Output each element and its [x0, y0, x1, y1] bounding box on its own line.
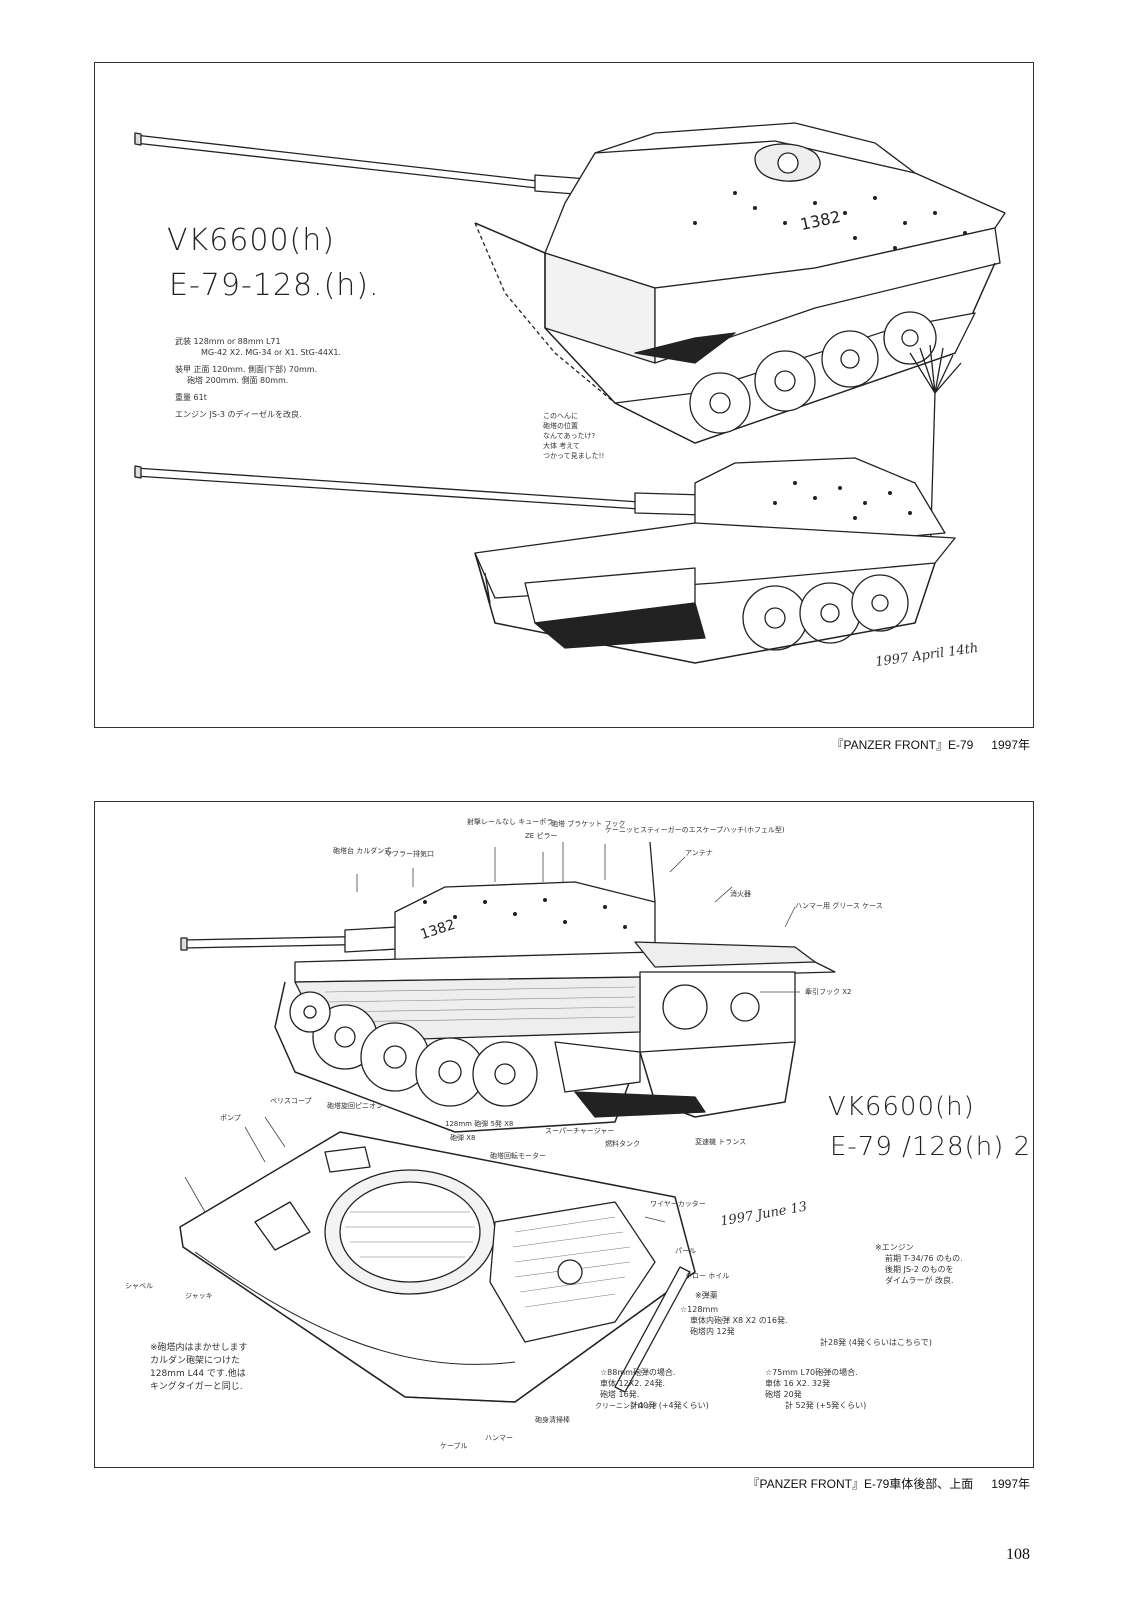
ammo-75-block: ☆75mm L70砲弾の場合. 車体 16 X2. 32発 砲塔 20発 計 5… [765, 1367, 866, 1411]
illustration-panel-top: VK6600(h) E-79-128.(h). 武装 128mm or 88mm… [94, 62, 1034, 728]
note-line: ※エンジン [875, 1243, 914, 1252]
note-line: キングタイガーと同じ. [150, 1382, 243, 1392]
note-line: 計28発 (4発くらいはこちらで) [820, 1338, 932, 1347]
note-line: 砲塔 20発 [765, 1390, 802, 1399]
annotation-line: 砲塔の位置 [543, 422, 578, 430]
page-number: 108 [1006, 1546, 1030, 1563]
note-line: 砲塔内 12発 [690, 1327, 735, 1336]
note-line: 砲塔 16発. [600, 1390, 640, 1399]
note-line: 車体 12X2. 24発. [600, 1379, 666, 1388]
callout-label: ケーニッヒスティーガーのエスケープハッチ(ホフェル型) [605, 826, 785, 834]
callout-label: 128mm 砲弾 5発 X8 [445, 1120, 514, 1128]
spec-line: 砲塔 200mm. 側面 80mm. [187, 376, 289, 385]
model-title-line1: VK6600(h) [828, 1092, 975, 1122]
figure-caption-top: 『PANZER FRONT』E-79 1997年 [832, 736, 1031, 753]
ammo-88-block: ☆88mm砲弾の場合. 車体 12X2. 24発. 砲塔 16発. 計40発 (… [600, 1367, 709, 1411]
callout-label: 砲身清掃棒 [535, 1416, 570, 1424]
callout-label: 砲塔 ブラケット フック [551, 820, 626, 828]
spec-list: 武装 128mm or 88mm L71 MG-42 X2. MG-34 or … [175, 336, 341, 420]
callout-label: 射撃レールなし キューポラ [467, 818, 554, 826]
callout-label: ハンマー用 グリース ケース [795, 902, 883, 910]
tank-drawing-bottom [179, 841, 836, 1403]
callout-label: 燃料タンク [605, 1140, 640, 1148]
callout-label: アンテナ [685, 849, 713, 857]
callout-label: クリーニングロッド [595, 1402, 658, 1410]
note-line: ☆88mm砲弾の場合. [600, 1368, 676, 1377]
callout-label: ワイヤーカッター [650, 1200, 706, 1208]
annotation-line: つかって見ました!! [543, 452, 605, 460]
callout-label: 牽引フック X2 [805, 988, 852, 996]
note-line: 128mm L44 です.他は [150, 1369, 246, 1379]
spec-line: 武装 128mm or 88mm L71 [175, 337, 281, 346]
callout-label: ケーブル [440, 1442, 468, 1450]
callout-label: 砲塔回転モーター [490, 1152, 546, 1160]
callout-label: 消火器 [730, 890, 751, 898]
callout-label: シャベル [125, 1282, 153, 1290]
figure-caption-bottom: 『PANZER FRONT』E-79車体後部、上面 1997年 [748, 1475, 1031, 1492]
side-annotation: このへんに 砲塔の位置 なんてあったけ? 大体 考えて つかって見ました!! [543, 411, 604, 461]
note-line: ※砲塔内はまかせします [150, 1343, 248, 1353]
callout-label: ハンマー [485, 1434, 513, 1442]
callout-label: ZE ピラー [525, 832, 558, 840]
annotation-line: 大体 考えて [543, 442, 580, 450]
illustration-panel-bottom: 砲塔台 カルダン式. マフラー排気口 射撃レールなし キューポラ ZE ピラー … [94, 801, 1034, 1468]
model-title-line1: VK6600(h) [167, 223, 335, 258]
callout-label: 砲弾 X8 [450, 1134, 476, 1142]
spec-line: 装甲 正面 120mm. 側面(下部) 70mm. [175, 365, 318, 374]
note-line: 車体内砲弾 X8 X2 の16発. [690, 1316, 788, 1325]
callout-label: ジャッキ [185, 1292, 213, 1300]
caption-year: 1997年 [991, 1477, 1030, 1491]
caption-year: 1997年 [991, 738, 1030, 752]
callout-label: パール [675, 1247, 696, 1255]
note-line: 計40発 (+4発くらい) [630, 1401, 709, 1410]
annotation-line: このへんに [543, 412, 578, 420]
engine-note: ※エンジン 前期 T-34/76 のもの. 後期 JS-2 のものを ダイムラー… [875, 1242, 963, 1286]
spec-line: エンジン JS-3 のディーゼルを改良. [175, 410, 302, 419]
turret-note: ※砲塔内はまかせします カルダン砲架につけた 128mm L44 です.他は キ… [150, 1342, 248, 1394]
spec-line: 重量 61t [175, 393, 207, 402]
note-line: カルダン砲架につけた [150, 1356, 241, 1366]
note-line: 車体 16 X2. 32発 [765, 1379, 831, 1388]
note-line: ☆75mm L70砲弾の場合. [765, 1368, 858, 1377]
callout-label: スーパーチャージャー [545, 1127, 615, 1135]
note-line: 前期 T-34/76 のもの. [885, 1254, 963, 1263]
note-line: 後期 JS-2 のものを [885, 1265, 954, 1274]
callout-label: クロー ホイル [685, 1272, 730, 1280]
model-title-line2: E-79 /128(h) 2. [830, 1132, 1034, 1162]
callout-label: ポンプ [220, 1114, 241, 1122]
callout-label: 砲塔台 カルダン式. [333, 847, 394, 855]
note-line: ダイムラーが 改良. [885, 1276, 954, 1285]
callout-label: 変速機 トランス [695, 1138, 747, 1146]
note-line: ☆128mm [680, 1305, 719, 1314]
caption-text: 『PANZER FRONT』E-79車体後部、上面 [747, 1477, 974, 1491]
callout-label: ペリスコープ [270, 1097, 312, 1105]
note-line: 計 52発 (+5発くらい) [785, 1401, 867, 1410]
callout-label: マフラー排気口 [385, 850, 434, 858]
spec-line: MG-42 X2. MG-34 or X1. StG-44X1. [201, 348, 342, 357]
ammo-title: ※弾薬 [695, 1291, 718, 1300]
tank-drawing-top [134, 122, 1006, 664]
callout-label: 砲塔旋回ピニオン [327, 1102, 383, 1110]
ammo-128-block: ☆128mm 車体内砲弾 X8 X2 の16発. 砲塔内 12発 計28発 (4… [680, 1304, 932, 1348]
model-title-line2: E-79-128.(h). [169, 268, 380, 303]
caption-text: 『PANZER FRONT』E-79 [831, 738, 974, 752]
annotation-line: なんてあったけ? [543, 432, 596, 440]
